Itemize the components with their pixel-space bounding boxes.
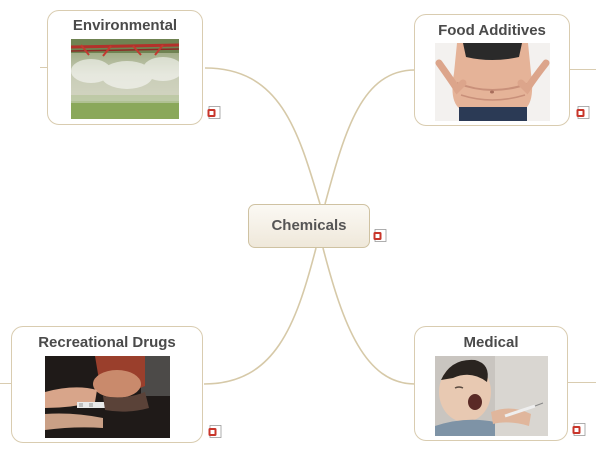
drug-use-photo bbox=[45, 356, 170, 438]
topic-environmental[interactable]: Environmental bbox=[47, 10, 203, 125]
topic-food-additives[interactable]: Food Additives bbox=[414, 14, 570, 126]
connector-environmental bbox=[204, 67, 321, 205]
note-icon[interactable] bbox=[373, 229, 387, 242]
child-injection-photo bbox=[435, 356, 548, 436]
topic-title: Medical bbox=[463, 334, 519, 351]
note-icon[interactable] bbox=[207, 106, 221, 119]
topic-title: Recreational Drugs bbox=[38, 334, 176, 351]
branch-stub-left bbox=[40, 67, 48, 68]
note-icon[interactable] bbox=[576, 106, 590, 119]
topic-medical[interactable]: Medical bbox=[414, 326, 568, 441]
topic-title: Food Additives bbox=[438, 22, 546, 39]
branch-stub-right bbox=[570, 69, 596, 70]
central-topic[interactable]: Chemicals bbox=[248, 204, 370, 248]
note-icon[interactable] bbox=[208, 425, 222, 438]
branch-stub-left bbox=[0, 383, 11, 384]
note-icon[interactable] bbox=[572, 423, 586, 436]
topic-recreational-drugs[interactable]: Recreational Drugs bbox=[11, 326, 203, 443]
crop-sprayer-photo bbox=[71, 39, 179, 119]
connector-medical bbox=[322, 247, 416, 385]
connector-food-additives bbox=[324, 69, 416, 205]
topic-title: Environmental bbox=[72, 17, 178, 34]
belly-fat-photo bbox=[435, 43, 550, 121]
branch-stub-right bbox=[568, 382, 596, 383]
connector-recreational-drugs bbox=[203, 247, 317, 385]
